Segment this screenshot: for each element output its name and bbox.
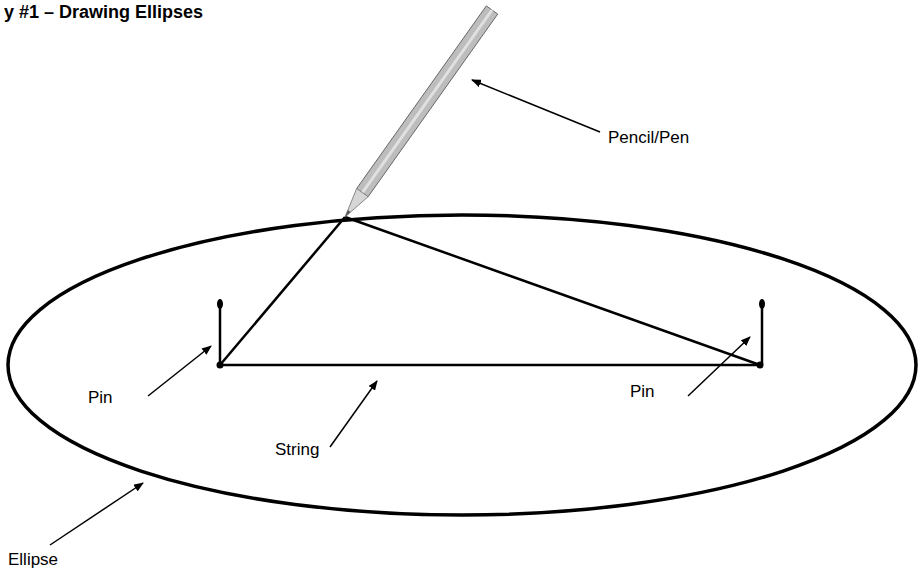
string-label: String [275,440,319,460]
ellipse-outline [8,215,916,515]
diagram-title: y #1 – Drawing Ellipses [4,2,203,24]
pin-left [217,299,224,369]
leader-lines [50,80,750,545]
pin-label: Pin [630,382,655,402]
string [220,217,760,365]
ellipse-label: Ellipse [8,550,58,570]
pencil-label: Pencil/Pen [608,128,689,148]
pencil [345,6,498,217]
pin-label: Pin [88,388,113,408]
pin-right [757,299,766,369]
